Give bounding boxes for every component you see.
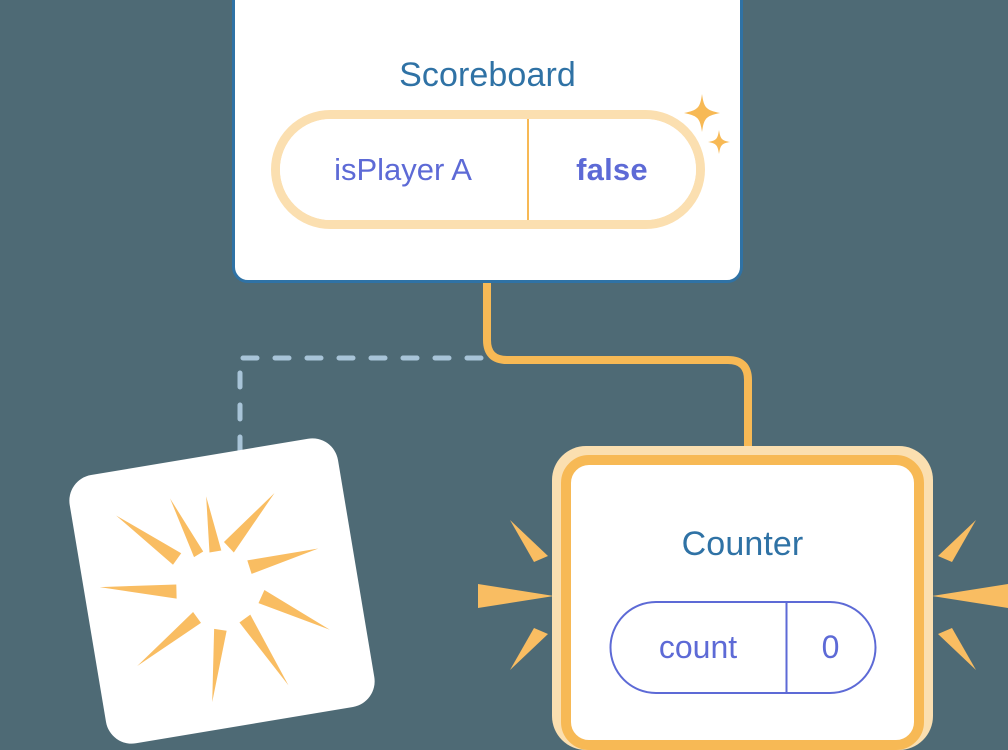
ghost-card[interactable] [65,434,379,748]
scoreboard-state-pill-key: isPlayer A [280,119,529,220]
counter-state-pill-value: 0 [821,629,840,665]
connector-scoreboard-to-counter [483,274,752,474]
scoreboard-card-title: Scoreboard [399,56,576,94]
sparkle-icon-group [684,94,730,154]
burst-ray [478,584,554,608]
counter-burst-rays-right [932,520,1008,670]
burst-ray [510,628,548,670]
counter-burst-rays-left [478,520,554,670]
scoreboard-card[interactable]: Scoreboard isPlayer A false [232,0,743,283]
counter-card-title: Counter [681,525,804,563]
scoreboard-state-pill[interactable]: isPlayer A false [270,110,705,229]
sparkle-icon-small [708,130,730,154]
burst-ray [510,520,548,562]
counter-state-pill-key: count [611,603,787,692]
burst-ray [938,520,976,562]
burst-ray [938,628,976,670]
counter-card[interactable]: Counter count 0 [561,455,924,750]
counter-state-pill[interactable]: count 0 [609,601,876,694]
scoreboard-pill-wrapper: isPlayer A false [270,110,705,229]
burst-ray [932,584,1008,608]
scoreboard-state-pill-value: false [576,151,648,187]
sparkle-icon-large [684,94,720,132]
